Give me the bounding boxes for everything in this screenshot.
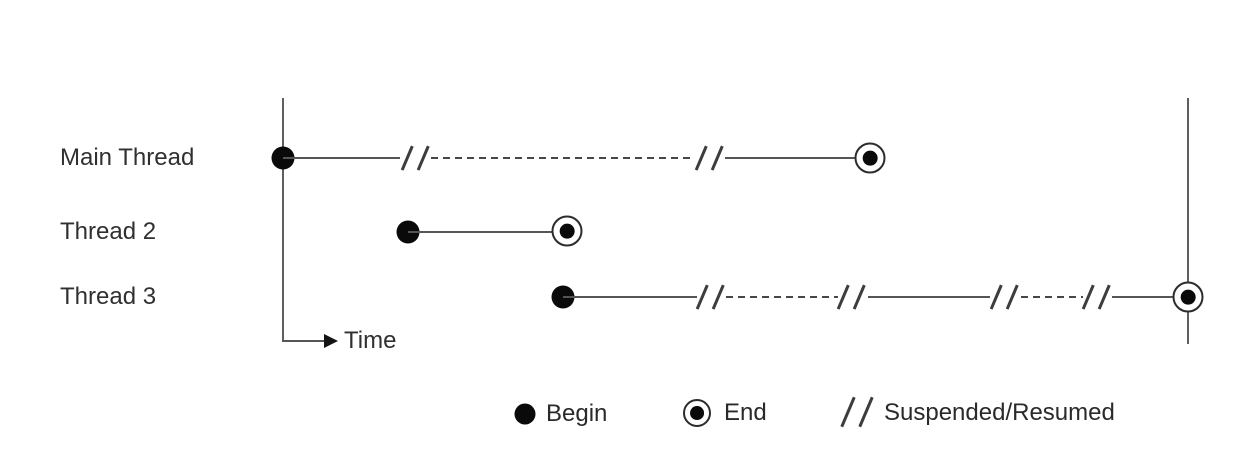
resume-break-icon <box>694 145 708 171</box>
time-axis-label: Time <box>344 327 397 354</box>
running-segment <box>283 157 400 159</box>
suspend-break-icon <box>711 284 725 310</box>
arrow-right-icon <box>324 334 338 348</box>
resume-break-icon <box>852 284 866 310</box>
resume-break-icon <box>1097 284 1111 310</box>
timeline-start-axis <box>282 98 284 342</box>
legend-suspended-label: Suspended/Resumed <box>884 399 1115 426</box>
suspend-break-icon <box>695 284 709 310</box>
resume-break-icon <box>1081 284 1095 310</box>
running-segment <box>408 231 552 233</box>
suspend-break-icon <box>1005 284 1019 310</box>
resume-break-icon <box>836 284 850 310</box>
legend-end-label: End <box>724 399 767 426</box>
running-segment <box>563 296 697 298</box>
timeline-end-axis <box>1187 98 1189 344</box>
legend-end-ring-icon <box>683 399 711 427</box>
legend-slash-icon <box>840 396 856 428</box>
resume-break-icon <box>710 145 724 171</box>
legend-begin-dot-icon <box>514 403 536 425</box>
suspended-segment <box>1021 296 1083 298</box>
end-marker-thread-2 <box>551 215 583 247</box>
thread-label-main-thread: Main Thread <box>60 144 195 171</box>
end-marker-main-thread <box>854 142 886 174</box>
suspend-break-icon <box>416 145 430 171</box>
running-segment <box>868 296 990 298</box>
thread-label-thread-3: Thread 3 <box>60 283 157 310</box>
thread-label-thread-2: Thread 2 <box>60 218 157 245</box>
legend-slash-icon <box>858 396 874 428</box>
suspended-segment <box>726 296 838 298</box>
end-marker-thread-3 <box>1172 281 1204 313</box>
time-axis-line <box>283 340 325 342</box>
legend-begin-label: Begin <box>546 400 608 427</box>
running-segment <box>1112 296 1174 298</box>
suspend-break-icon <box>400 145 414 171</box>
suspend-break-icon <box>989 284 1003 310</box>
suspended-segment <box>431 157 693 159</box>
running-segment <box>725 157 856 159</box>
